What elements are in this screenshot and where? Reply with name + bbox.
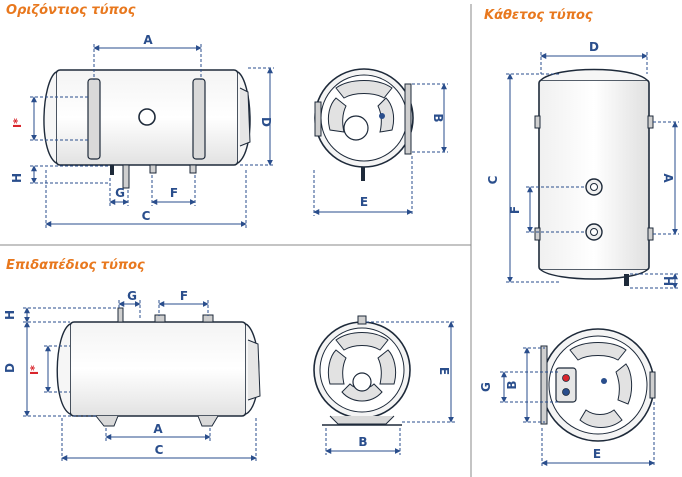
dim-label-i: I*	[11, 118, 24, 128]
floor-tank	[56, 307, 261, 427]
horizontal-tank	[43, 69, 251, 189]
horizontal-type-title: Οριζόντιος τύπος	[6, 3, 136, 18]
vertical-top-dimensions	[500, 347, 655, 467]
dim-label-d: D	[259, 117, 273, 127]
vertical-dim-label-f: F	[508, 206, 522, 214]
floor-end-dimensions	[325, 321, 455, 455]
vertical-type-title: Κάθετος τύπος	[484, 8, 593, 23]
horizontal-end-view	[314, 68, 414, 181]
floor-type-title: Επιδαπέδιος τύπος	[6, 258, 145, 273]
floor-dim-label-i: I*	[28, 365, 41, 375]
vertical-dim-label-c: C	[486, 175, 500, 184]
floor-dim-label-g: G	[127, 289, 137, 303]
floor-dim-label-a: A	[153, 422, 163, 436]
floor-dim-label-h: H	[3, 310, 17, 320]
vertical-dim-label-a: A	[661, 173, 675, 183]
vertical-dim-label-h: H	[661, 276, 675, 286]
dim-label-c: C	[142, 209, 151, 223]
floor-end-view	[313, 315, 411, 426]
top-dim-label-b: B	[505, 380, 519, 389]
dim-label-a: A	[143, 33, 153, 47]
horizontal-end-dimensions	[313, 83, 448, 216]
vertical-top-view	[540, 328, 656, 442]
floor-dim-label-c: C	[155, 443, 164, 457]
top-dim-label-g: G	[479, 382, 493, 392]
floor-end-dim-label-b: B	[358, 435, 367, 449]
section-dividers	[0, 4, 472, 477]
floor-dim-label-d: D	[3, 363, 17, 373]
end-dim-label-b: B	[431, 113, 445, 122]
dim-label-f: F	[170, 186, 178, 200]
top-dim-label-e: E	[593, 447, 601, 461]
vertical-dimensions	[506, 52, 679, 289]
vertical-dim-label-d: D	[589, 40, 599, 54]
dim-label-g: G	[115, 186, 125, 200]
floor-dimensions	[23, 300, 257, 462]
dim-label-h: H	[10, 173, 24, 183]
horizontal-dimensions	[30, 44, 274, 228]
vertical-tank	[534, 68, 654, 286]
end-dim-label-e: E	[360, 195, 368, 209]
floor-dim-label-f: F	[180, 289, 188, 303]
floor-end-dim-label-e: E	[437, 367, 451, 375]
